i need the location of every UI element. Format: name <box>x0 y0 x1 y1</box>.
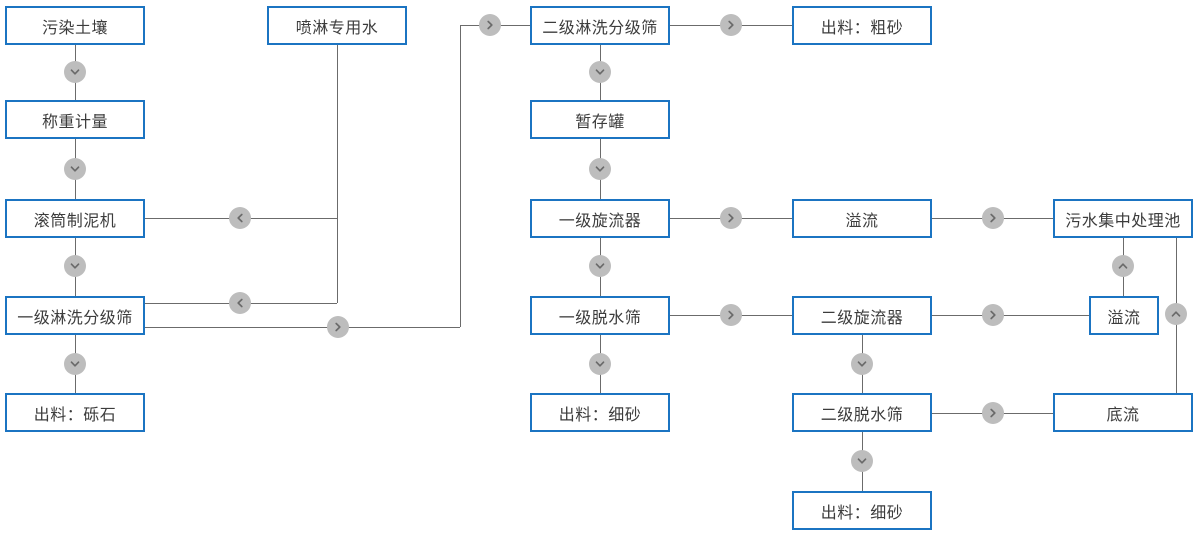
node-label: 暂存罐 <box>575 113 625 131</box>
connector-line <box>145 327 460 328</box>
node-primary-dewatering-screen: 一级脱水筛 <box>530 296 670 335</box>
node-output-fine-sand-1: 出料：细砂 <box>530 393 670 432</box>
arrow-right-icon <box>982 304 1004 326</box>
node-output-coarse-sand: 出料：粗砂 <box>792 6 932 45</box>
node-label: 溢流 <box>1107 309 1141 327</box>
arrow-up-icon <box>1112 255 1134 277</box>
node-sewage-treatment-pool: 污水集中处理池 <box>1053 199 1193 238</box>
node-overflow-2: 溢流 <box>1089 296 1159 335</box>
arrow-down-icon <box>589 353 611 375</box>
arrow-down-icon <box>64 353 86 375</box>
arrow-right-icon <box>479 14 501 36</box>
connector-line <box>932 315 1089 316</box>
node-label: 出料：细砂 <box>558 406 642 424</box>
arrow-down-icon <box>64 255 86 277</box>
arrow-right-icon <box>982 207 1004 229</box>
node-label: 称重计量 <box>41 113 108 131</box>
node-label: 二级旋流器 <box>820 309 904 327</box>
node-secondary-cyclone: 二级旋流器 <box>792 296 932 335</box>
node-underflow: 底流 <box>1053 393 1193 432</box>
arrow-right-icon <box>720 14 742 36</box>
connector-line <box>337 45 338 303</box>
node-overflow-1: 溢流 <box>792 199 932 238</box>
arrow-left-icon <box>229 292 251 314</box>
arrow-down-icon <box>851 353 873 375</box>
connector-line <box>460 25 461 327</box>
node-label: 溢流 <box>845 212 879 230</box>
node-spray-water: 喷淋专用水 <box>267 6 407 45</box>
node-primary-cyclone: 一级旋流器 <box>530 199 670 238</box>
arrow-up-icon <box>1165 303 1187 325</box>
arrow-left-icon <box>229 207 251 229</box>
arrow-down-icon <box>589 255 611 277</box>
node-label: 一级旋流器 <box>558 212 642 230</box>
arrow-down-icon <box>589 158 611 180</box>
arrow-right-icon <box>720 207 742 229</box>
node-label: 滚筒制泥机 <box>33 212 117 230</box>
arrow-down-icon <box>851 450 873 472</box>
arrow-right-icon <box>720 304 742 326</box>
node-output-gravel: 出料：砾石 <box>5 393 145 432</box>
node-label: 出料：砾石 <box>33 406 117 424</box>
node-label: 出料：粗砂 <box>820 19 904 37</box>
node-output-fine-sand-2: 出料：细砂 <box>792 491 932 530</box>
node-label: 喷淋专用水 <box>295 19 379 37</box>
node-label: 污染土壤 <box>41 19 108 37</box>
node-contaminated-soil: 污染土壤 <box>5 6 145 45</box>
node-label: 二级淋洗分级筛 <box>542 19 658 37</box>
node-label: 二级脱水筛 <box>820 406 904 424</box>
arrow-down-icon <box>589 61 611 83</box>
node-secondary-dewatering-screen: 二级脱水筛 <box>792 393 932 432</box>
node-label: 一级淋洗分级筛 <box>17 309 133 327</box>
node-secondary-washing-screen: 二级淋洗分级筛 <box>530 6 670 45</box>
arrow-right-icon <box>327 316 349 338</box>
node-label: 底流 <box>1106 406 1140 424</box>
node-storage-tank: 暂存罐 <box>530 100 670 139</box>
node-primary-washing-screen: 一级淋洗分级筛 <box>5 296 145 335</box>
arrow-down-icon <box>64 61 86 83</box>
node-drum-mud-machine: 滚筒制泥机 <box>5 199 145 238</box>
arrow-right-icon <box>982 402 1004 424</box>
arrow-down-icon <box>64 158 86 180</box>
node-label: 污水集中处理池 <box>1065 212 1181 230</box>
node-label: 出料：细砂 <box>820 504 904 522</box>
node-weighing: 称重计量 <box>5 100 145 139</box>
node-label: 一级脱水筛 <box>558 309 642 327</box>
